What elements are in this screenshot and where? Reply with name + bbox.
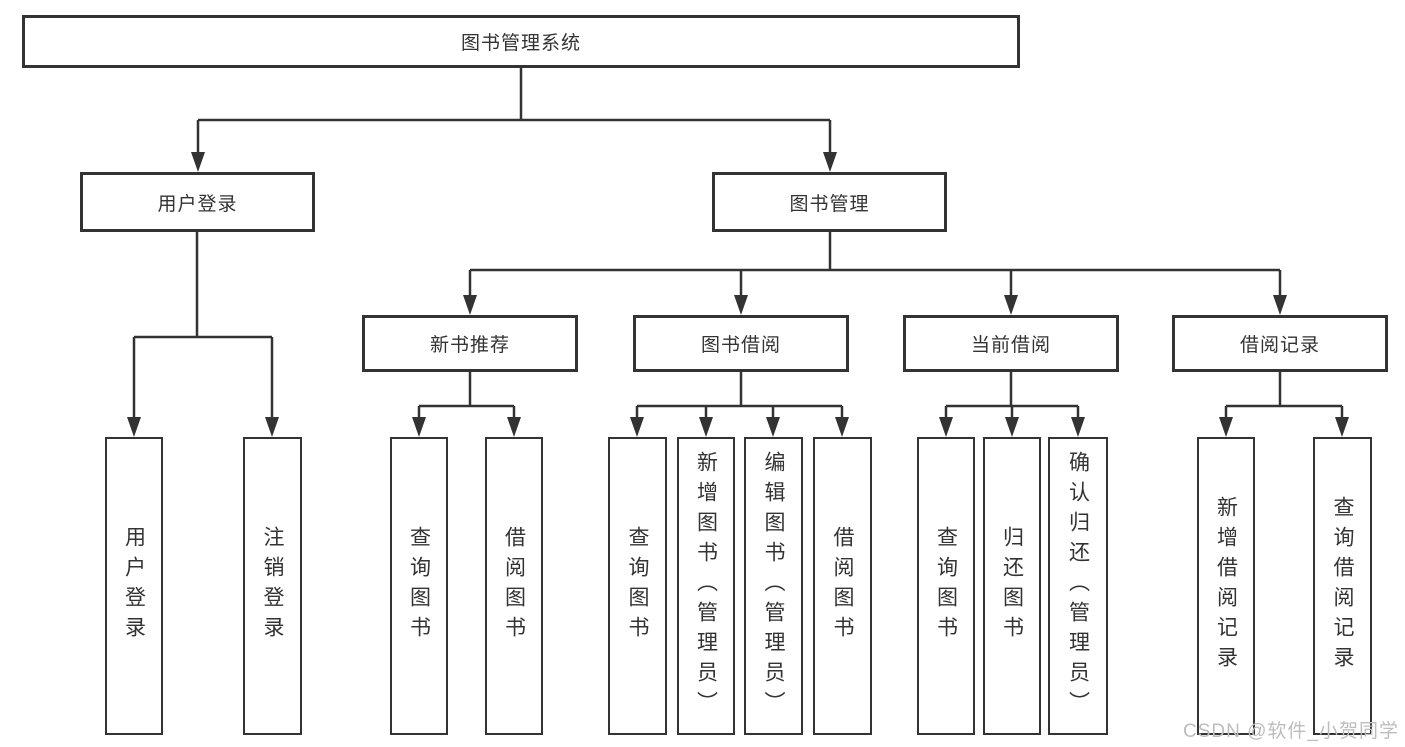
node-label: 查询图书 [407,526,431,646]
node-label: 归还图书 [1000,526,1024,646]
node-label: 查询图书 [934,526,958,646]
node-book-borrowing[interactable]: 图书借阅 [633,315,849,372]
watermark-csdn: CSDN @软件_小贺同学 [1183,721,1399,742]
node-label: 查询借阅记录 [1331,496,1354,676]
node-label: 注销登录 [261,526,284,646]
node-user-login-group[interactable]: 用户登录 [80,172,315,232]
node-label: 新增图书（管理员） [694,451,718,721]
node-label: 图书管理系统 [460,33,581,54]
node-label: 查询图书 [626,526,649,646]
leaf-query-books-2[interactable]: 查询图书 [608,437,667,735]
node-label: 新增借阅记录 [1214,496,1238,676]
node-label: 用户登录 [122,526,146,646]
node-current-borrowing[interactable]: 当前借阅 [903,315,1119,372]
leaf-query-borrow-record[interactable]: 查询借阅记录 [1313,437,1372,735]
node-label: 当前借阅 [970,335,1051,356]
node-label: 用户登录 [157,193,238,215]
leaf-add-books-admin[interactable]: 新增图书（管理员） [677,437,735,735]
leaf-borrow-books-1[interactable]: 借阅图书 [485,437,543,735]
node-label: 编辑图书（管理员） [762,451,785,721]
arrowheads [127,152,1349,437]
node-label: 图书管理 [789,193,870,215]
node-root-system[interactable]: 图书管理系统 [22,15,1020,68]
leaf-confirm-return-admin[interactable]: 确认归还（管理员） [1048,437,1108,735]
leaf-return-books[interactable]: 归还图书 [983,437,1041,735]
node-borrowing-records[interactable]: 借阅记录 [1172,315,1388,372]
node-label: 新书推荐 [429,335,510,356]
node-new-book-recommend[interactable]: 新书推荐 [362,315,578,372]
node-label: 确认归还（管理员） [1066,451,1090,721]
leaf-user-login[interactable]: 用户登录 [105,437,163,735]
leaf-add-borrow-record[interactable]: 新增借阅记录 [1197,437,1255,735]
leaf-edit-books-admin[interactable]: 编辑图书（管理员） [744,437,803,735]
node-label: 借阅图书 [502,526,526,646]
node-label: 图书借阅 [700,335,781,356]
leaf-logout[interactable]: 注销登录 [243,437,302,735]
node-label: 借阅图书 [831,526,854,646]
node-label: 借阅记录 [1239,335,1320,356]
leaf-query-books-3[interactable]: 查询图书 [917,437,975,735]
node-book-management[interactable]: 图书管理 [712,172,947,232]
leaf-query-books-1[interactable]: 查询图书 [390,437,448,735]
leaf-borrow-books-2[interactable]: 借阅图书 [813,437,872,735]
